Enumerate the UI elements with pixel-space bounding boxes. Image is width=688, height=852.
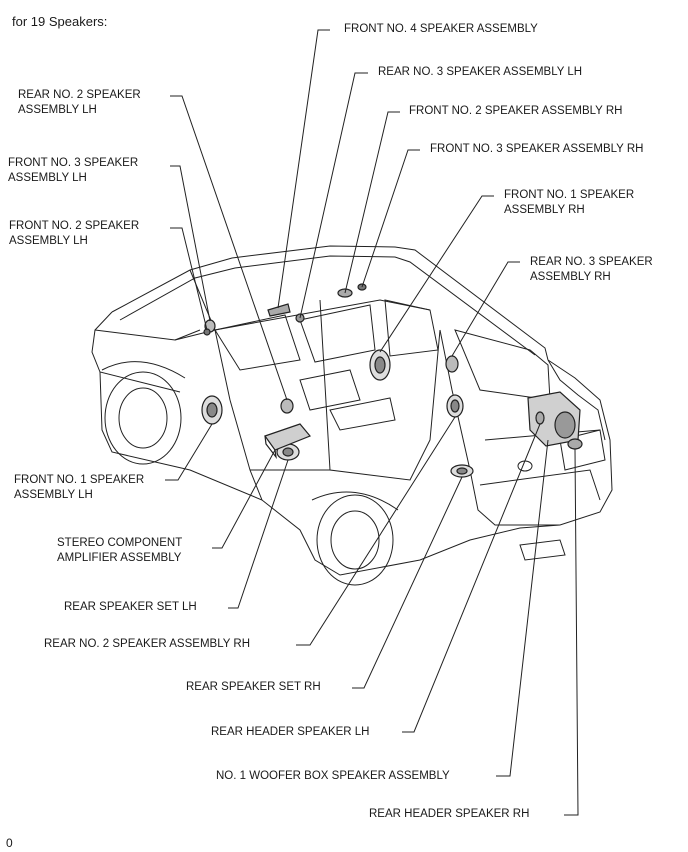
leader-stereo-amp <box>212 449 276 549</box>
leader-front-no1-rh <box>379 195 494 353</box>
leader-rear-no3-rh <box>451 261 520 357</box>
rear-no2-lh-speaker <box>280 398 294 414</box>
label-front-no1-rh-speaker: FRONT NO. 1 SPEAKER ASSEMBLY RH <box>504 189 635 216</box>
front-no4-speaker <box>267 303 291 317</box>
leader-front-no1-lh <box>165 423 213 481</box>
label-front-no2-rh-speaker: FRONT NO. 2 SPEAKER ASSEMBLY RH <box>409 105 623 117</box>
label-woofer-box-speaker: NO. 1 WOOFER BOX SPEAKER ASSEMBLY <box>216 770 450 782</box>
leader-rear-set-rh <box>352 476 463 689</box>
leader-woofer <box>496 439 549 777</box>
stereo-amplifier <box>264 423 311 451</box>
label-rear-speaker-set-lh: REAR SPEAKER SET LH <box>64 601 197 613</box>
label-rear-no3-rh-speaker: REAR NO. 3 SPEAKER ASSEMBLY RH <box>530 256 653 283</box>
figure-header: for 19 Speakers: <box>12 14 108 29</box>
leader-rear-no2-lh <box>170 95 288 401</box>
label-front-no3-lh-speaker: FRONT NO. 3 SPEAKER ASSEMBLY LH <box>8 157 139 184</box>
rear-no3-rh-speaker <box>445 355 459 373</box>
label-front-no4-speaker: FRONT NO. 4 SPEAKER ASSEMBLY <box>344 23 538 35</box>
label-rear-header-speaker-lh: REAR HEADER SPEAKER LH <box>211 726 370 738</box>
leader-rear-set-lh <box>228 459 289 609</box>
leader-rear-header-lh <box>402 423 541 733</box>
rear-header-speaker-lh <box>535 411 545 425</box>
leader-front-no3-rh <box>361 149 420 288</box>
figure-code: 0 <box>6 836 13 850</box>
leader-rear-header-rh <box>564 448 579 816</box>
leader-front-no4 <box>277 29 330 309</box>
leader-front-no2-lh <box>170 227 208 331</box>
label-stereo-amplifier: STEREO COMPONENT AMPLIFIER ASSEMBLY <box>57 537 183 564</box>
speaker-components <box>201 283 583 478</box>
leader-front-no2-rh <box>344 111 400 294</box>
label-front-no3-rh-speaker: FRONT NO. 3 SPEAKER ASSEMBLY RH <box>430 143 644 155</box>
label-front-no2-lh-speaker: FRONT NO. 2 SPEAKER ASSEMBLY LH <box>9 220 140 247</box>
leader-rear-no2-rh <box>296 416 456 646</box>
label-front-no1-lh-speaker: FRONT NO. 1 SPEAKER ASSEMBLY LH <box>14 474 145 501</box>
label-rear-header-speaker-rh: REAR HEADER SPEAKER RH <box>369 808 530 820</box>
leader-front-no3-lh <box>170 165 211 322</box>
label-rear-no3-lh-speaker: REAR NO. 3 SPEAKER ASSEMBLY LH <box>378 66 583 78</box>
label-rear-no2-rh-speaker: REAR NO. 2 SPEAKER ASSEMBLY RH <box>44 638 251 650</box>
leader-rear-no3-lh <box>299 72 368 319</box>
label-rear-speaker-set-rh: REAR SPEAKER SET RH <box>186 681 321 693</box>
rear-header-speaker-rh <box>567 438 583 450</box>
leader-lines <box>165 29 579 816</box>
label-rear-no2-lh-speaker: REAR NO. 2 SPEAKER ASSEMBLY LH <box>18 89 141 116</box>
